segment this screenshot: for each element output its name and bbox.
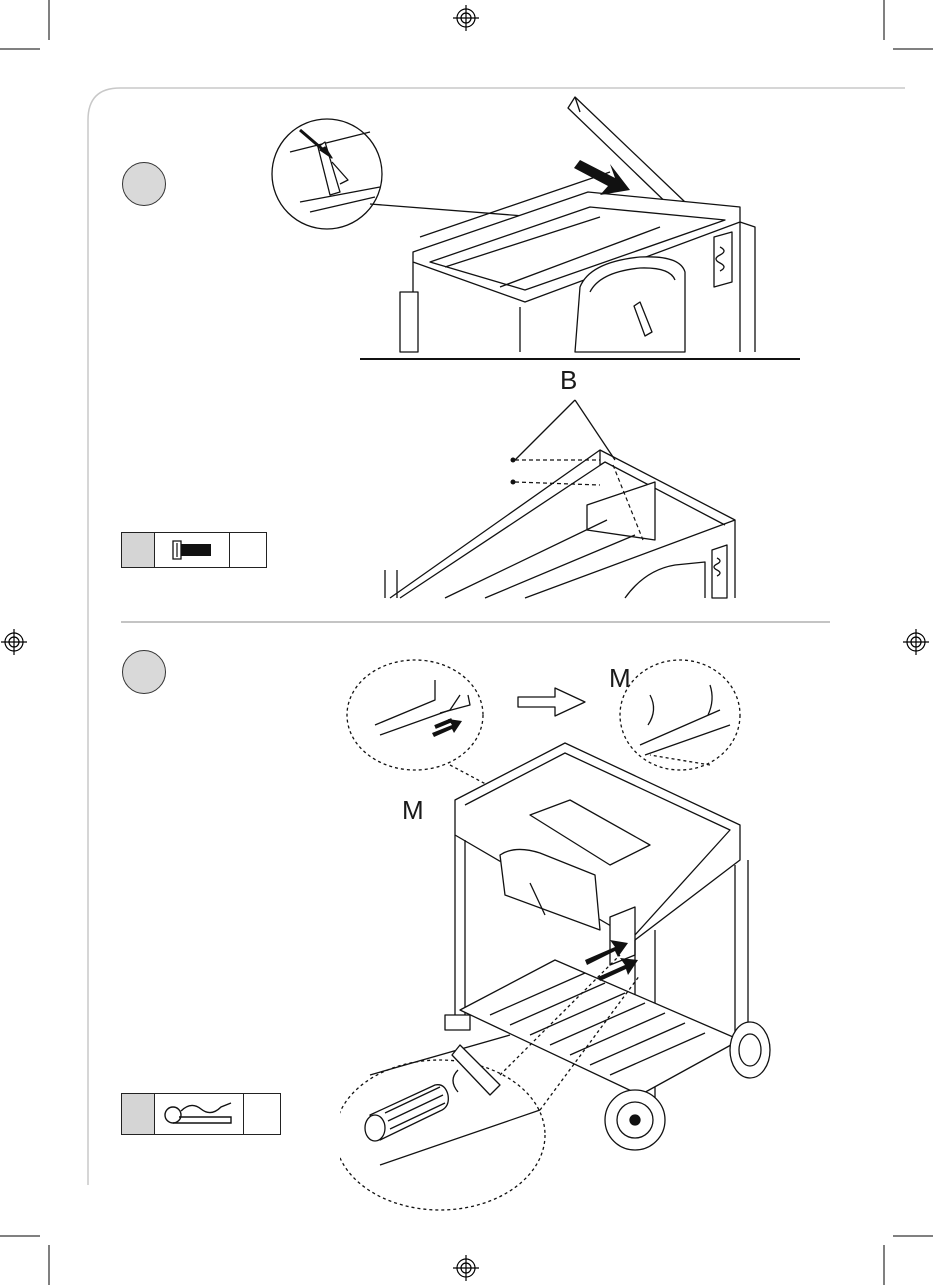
bolt-icon: [155, 533, 230, 567]
step-2-cart-illustration: [340, 655, 800, 1215]
label-m-left: M: [402, 797, 424, 823]
step-2-part-quantity: [244, 1094, 280, 1134]
r-pin-icon: [155, 1094, 244, 1134]
step-2-number-badge: [122, 650, 166, 694]
label-m-top-right: M: [609, 665, 631, 691]
step-1-bolts-illustration: [375, 390, 755, 605]
step-1-number-badge: [122, 162, 166, 206]
step-2-parts-box: [121, 1093, 281, 1135]
step-1-parts-box: [121, 532, 267, 568]
step-1-part-quantity: [230, 533, 266, 567]
step-1-lid-illustration: [270, 92, 810, 362]
